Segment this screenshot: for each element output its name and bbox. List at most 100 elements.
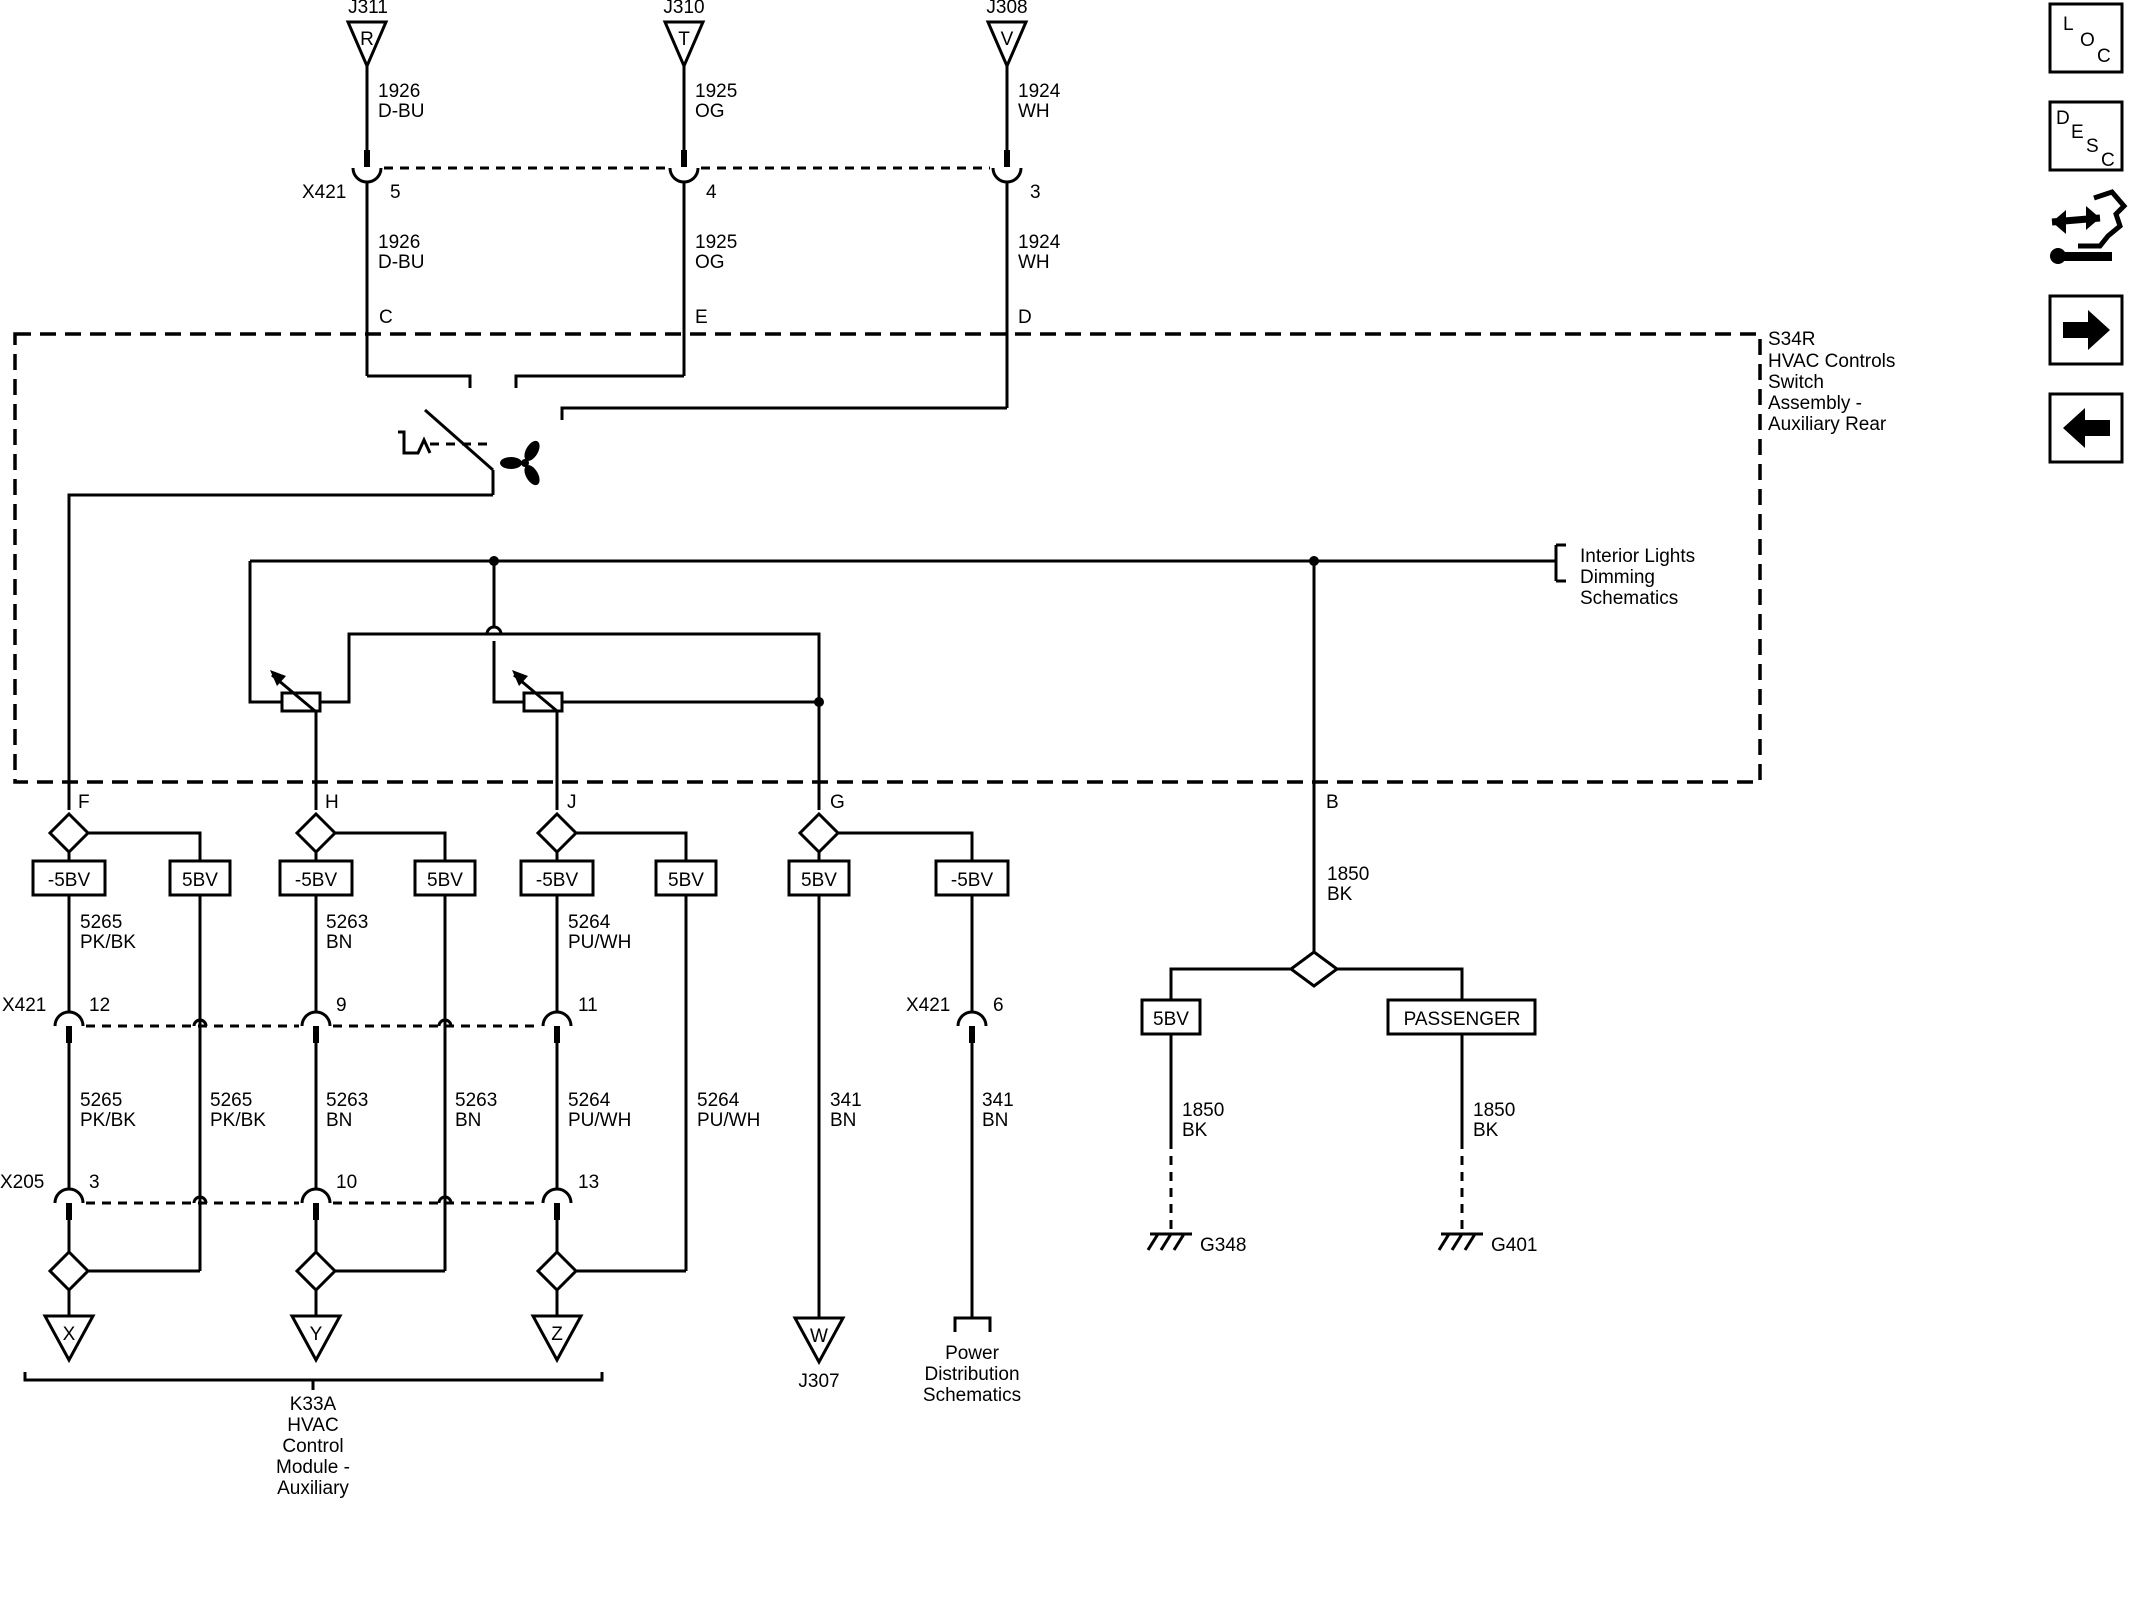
box-b-pos5-label: 5BV xyxy=(1153,1009,1189,1030)
wire-label-5263-num-2: 5263 xyxy=(326,1090,368,1111)
desc-button[interactable]: D E S C xyxy=(2048,100,2124,172)
loc-button[interactable]: L O C xyxy=(2048,2,2124,74)
dimming-schematics-label: Interior Lights Dimming Schematics xyxy=(1580,546,1695,609)
wire-label-5263-color-3: BN xyxy=(455,1110,481,1131)
power-l3: Schematics xyxy=(923,1385,1021,1406)
connector-w-letter: W xyxy=(810,1326,828,1347)
connector-j308[interactable]: J308 V xyxy=(985,0,1029,70)
wire-label-5264-color: PU/WH xyxy=(568,932,631,953)
box-f-neg5-label: -5BV xyxy=(48,870,91,891)
wire-label-5265-num: 5265 xyxy=(80,912,122,933)
wire-label-5264-color-3: PU/WH xyxy=(697,1110,760,1131)
box-f-pos5-label: 5BV xyxy=(182,870,218,891)
x421-lower-label: X421 xyxy=(2,995,46,1016)
wrench-hand-icon[interactable] xyxy=(2050,189,2128,264)
x421-pin-5: 5 xyxy=(390,182,401,203)
box-g-pos5-label: 5BV xyxy=(801,870,837,891)
pin-d: D xyxy=(1018,307,1032,328)
box-j-neg5 xyxy=(519,859,595,897)
connector-j310-letter: T xyxy=(678,29,690,50)
connector-j310-id: J310 xyxy=(663,0,704,18)
wire-label-5264-color-2: PU/WH xyxy=(568,1110,631,1131)
wire-label-1926-color-2: D-BU xyxy=(378,252,424,273)
back-arrow-button[interactable] xyxy=(2048,392,2124,464)
connector-x421-lower[interactable]: X421 12 9 11 xyxy=(2,995,598,1043)
box-g-neg5 xyxy=(934,859,1010,897)
connector-j311[interactable]: J311 R xyxy=(345,0,389,70)
box-j-pos5-label: 5BV xyxy=(668,870,704,891)
x421-pin-11: 11 xyxy=(578,995,598,1016)
dimming-l2: Dimming xyxy=(1580,567,1655,588)
wire-label-5265-num-2: 5265 xyxy=(80,1090,122,1111)
connector-x-letter: X xyxy=(63,1324,76,1345)
connector-z-letter: Z xyxy=(551,1324,563,1345)
desc-letter-s: S xyxy=(2086,136,2099,157)
wire-label-1850-color-2: BK xyxy=(1182,1120,1208,1141)
x205-pin-3: 3 xyxy=(89,1172,100,1193)
connector-j308-id: J308 xyxy=(986,0,1027,18)
wire-label-1924-color-2: WH xyxy=(1018,252,1050,273)
wire-label-5264-num-2: 5264 xyxy=(568,1090,611,1111)
ground-g401-icon xyxy=(1437,1232,1483,1251)
box-b-pos5 xyxy=(1140,998,1202,1036)
wire-label-1924-num: 1924 xyxy=(1018,81,1061,102)
x205-pin-13: 13 xyxy=(578,1172,599,1193)
wire-label-1850-color-3: BK xyxy=(1473,1120,1499,1141)
connector-j307[interactable]: W J307 xyxy=(792,1316,846,1392)
pin-g: G xyxy=(830,792,845,813)
switch-assembly-outline xyxy=(13,332,1762,784)
dimming-l1: Interior Lights xyxy=(1580,546,1695,567)
x421-pin-9: 9 xyxy=(336,995,347,1016)
power-distribution-ref: Power Distribution Schematics xyxy=(923,1316,1021,1406)
connector-j311-id: J311 xyxy=(348,0,388,18)
box-j-neg5-label: -5BV xyxy=(536,870,579,891)
box-f-neg5 xyxy=(31,859,107,897)
loc-letter-l: L xyxy=(2063,14,2074,35)
switch-assembly-ref: S34R xyxy=(1768,329,1816,350)
power-l2: Distribution xyxy=(924,1364,1019,1385)
box-f-pos5 xyxy=(168,859,232,897)
connector-x205[interactable]: X205 3 10 13 xyxy=(0,1172,599,1220)
connector-x421-top[interactable]: X421 5 4 3 xyxy=(302,166,1041,203)
wire-label-5265-color-3: PK/BK xyxy=(210,1110,266,1131)
dimming-l3: Schematics xyxy=(1580,588,1678,609)
connector-j308-letter: V xyxy=(1001,29,1014,50)
wire-label-5263-num: 5263 xyxy=(326,912,368,933)
connector-y[interactable]: Y xyxy=(289,1314,343,1364)
connector-x[interactable]: X xyxy=(42,1314,96,1364)
wire-label-1926-num: 1926 xyxy=(378,81,420,102)
ground-g348-icon xyxy=(1146,1232,1192,1251)
box-g-neg5-label: -5BV xyxy=(951,870,994,891)
x421-pin-12: 12 xyxy=(89,995,110,1016)
potentiometer-right xyxy=(485,561,824,810)
wire-label-5265-num-3: 5265 xyxy=(210,1090,252,1111)
wire-label-341-num: 341 xyxy=(830,1090,862,1111)
ground-g401-label: G401 xyxy=(1491,1235,1537,1256)
switch-assembly-label: S34R HVAC Controls Switch Assembly - Aux… xyxy=(1768,329,1895,435)
pin-b: B xyxy=(1326,792,1339,813)
connector-j307-id: J307 xyxy=(798,1371,839,1392)
power-l1: Power xyxy=(945,1343,1000,1364)
wire-label-1850-num-2: 1850 xyxy=(1182,1100,1224,1121)
pin-f: F xyxy=(78,792,90,813)
desc-letter-c: C xyxy=(2101,150,2115,171)
wire-label-1850-num: 1850 xyxy=(1327,864,1369,885)
next-arrow-button[interactable] xyxy=(2048,294,2124,366)
switch-assembly-l4: Auxiliary Rear xyxy=(1768,414,1887,435)
connector-j310[interactable]: J310 T xyxy=(662,0,706,70)
wire-label-341-color-2: BN xyxy=(982,1110,1008,1131)
potentiometer-left xyxy=(248,561,821,810)
wire-label-1850-num-3: 1850 xyxy=(1473,1100,1515,1121)
wire-label-1926-color: D-BU xyxy=(378,101,424,122)
box-h-pos5 xyxy=(413,859,477,897)
connector-z[interactable]: Z xyxy=(530,1314,584,1364)
wire-label-341-color: BN xyxy=(830,1110,856,1131)
wire-label-5265-color: PK/BK xyxy=(80,932,136,953)
x421-pin-3: 3 xyxy=(1030,182,1041,203)
wire-label-5264-num-3: 5264 xyxy=(697,1090,740,1111)
wire-label-1926-num-2: 1926 xyxy=(378,232,420,253)
connector-x421-pin6[interactable]: X421 6 xyxy=(906,995,1004,1043)
wire-label-5263-color-2: BN xyxy=(326,1110,352,1131)
module-l4: Module - xyxy=(276,1457,350,1478)
